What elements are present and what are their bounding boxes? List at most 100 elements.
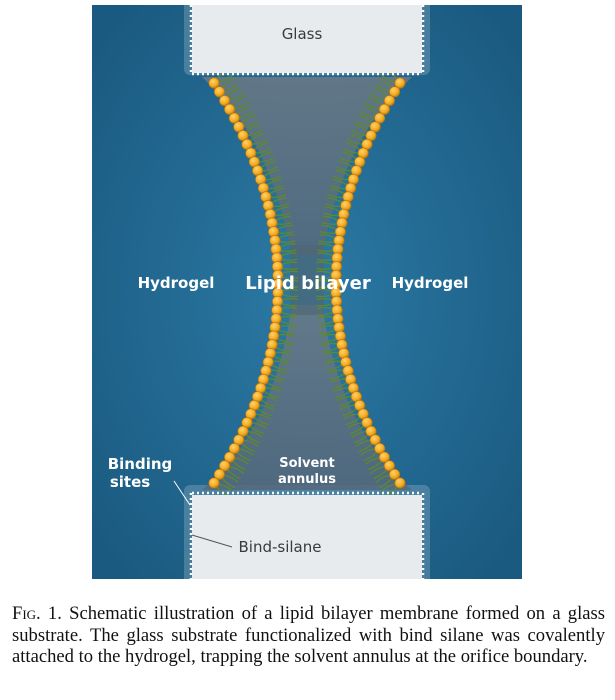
lipid-head [378, 103, 390, 115]
lipid-tail [324, 206, 340, 212]
lipid-tail [363, 105, 377, 115]
lipid-tail [250, 132, 265, 141]
lipid-tail [254, 142, 269, 150]
lipid-tail [333, 387, 349, 393]
lipid-tail [353, 123, 368, 133]
lipid-tail [257, 408, 272, 417]
lipid-head [383, 95, 395, 107]
lipid-tail [316, 258, 333, 261]
lipid-tail [248, 129, 263, 136]
lipid-tail [282, 303, 298, 307]
lipid-tail [319, 329, 335, 334]
lipid-tail [281, 315, 297, 319]
figure-caption-text: Schematic illustration of a lipid bilaye… [12, 603, 605, 667]
lipid-tail [259, 156, 275, 163]
lipid-head [394, 477, 406, 489]
lipid-tail [273, 203, 289, 208]
lipid-tail [316, 306, 333, 310]
lipid-tail [280, 320, 296, 325]
lipid-tail [322, 347, 338, 353]
lipid-tail [360, 110, 375, 119]
lipid-tail [342, 408, 357, 417]
lipid-tail [278, 230, 295, 234]
lipid-tail [315, 288, 332, 292]
lipid-tail [345, 417, 360, 426]
lipid-tail [327, 364, 342, 371]
lipid-tail [282, 294, 298, 298]
lipid-tail [276, 347, 292, 353]
lipid-tail [277, 224, 293, 230]
lipid-tail [375, 474, 390, 483]
lipid-tail [316, 303, 332, 307]
lipid-tail [318, 324, 334, 328]
lipid-tail [272, 197, 287, 203]
lipid-tail [281, 258, 298, 261]
lipid-tail [347, 138, 362, 145]
lipid-tail [227, 87, 241, 97]
lipid-tail [317, 252, 333, 257]
lipid-tail [358, 114, 373, 124]
lipid-tail [335, 391, 350, 398]
lipid-tail [277, 221, 293, 225]
lipid-tail [330, 378, 346, 383]
lipid-tail [269, 373, 285, 380]
lipid-tail [278, 333, 295, 338]
lipid-tail [318, 240, 334, 243]
lipid-tail [355, 439, 370, 447]
binding-sites-label-line1: Binding [108, 455, 173, 473]
lipid-tail [323, 212, 339, 217]
lipid-tail [241, 443, 256, 453]
glass-bottom-block [192, 495, 422, 579]
hydrogel-right-label: Hydrogel [392, 274, 469, 292]
lipid-head [389, 468, 401, 480]
lipid-tail [261, 160, 276, 168]
lipid-tail [259, 404, 275, 411]
hydrogel-left-label: Hydrogel [138, 274, 215, 292]
binding-sites-pointer [173, 480, 191, 506]
lipid-tail [267, 382, 282, 389]
figure-caption: Fig. 1. Schematic illustration of a lipi… [12, 603, 605, 668]
lipid-head [224, 103, 236, 115]
lipid-tail [315, 276, 332, 280]
lipid-tail [316, 267, 332, 271]
lipid-tail [373, 469, 387, 480]
lipid-tail [267, 178, 282, 186]
lipid-tails [216, 69, 398, 498]
lipid-tail [316, 261, 332, 265]
lipid-tail [272, 364, 287, 371]
lipid-tail [254, 417, 269, 426]
lipid-head [224, 451, 236, 463]
lipid-tail [281, 306, 298, 310]
lipid-head-groups [208, 77, 406, 489]
lipid-tail [275, 212, 291, 217]
lipid-tail [244, 120, 259, 128]
lipid-tail [324, 355, 340, 362]
lipid-tail [316, 270, 332, 274]
lipid-tail [319, 230, 336, 234]
lipid-tail [373, 87, 387, 97]
lipid-tail [239, 110, 254, 119]
lipid-tail [277, 338, 293, 344]
lipid-tail [321, 338, 337, 344]
lipid-tail [262, 395, 278, 402]
lipid-tail [341, 151, 357, 159]
lipid-tail [282, 279, 299, 283]
lipid-tail [271, 369, 287, 374]
lipid-tail [224, 83, 239, 92]
lipid-tail [364, 101, 380, 110]
lipid-tail [222, 78, 236, 88]
lipid-tail [246, 434, 260, 444]
lipid-tail [280, 243, 296, 248]
lipid-tail [219, 74, 233, 83]
lipid-tail [319, 333, 336, 338]
lipid-tail [280, 324, 296, 328]
lipid-head [369, 434, 381, 446]
lipid-tail [321, 221, 337, 225]
lipid-tail [282, 288, 299, 292]
lipid-tail [354, 434, 368, 444]
solvent-annulus-top [202, 77, 412, 255]
lipid-tail [323, 351, 339, 356]
lipid-tail [368, 96, 382, 106]
lipid-tail [318, 320, 334, 325]
lipid-tail [370, 92, 385, 101]
